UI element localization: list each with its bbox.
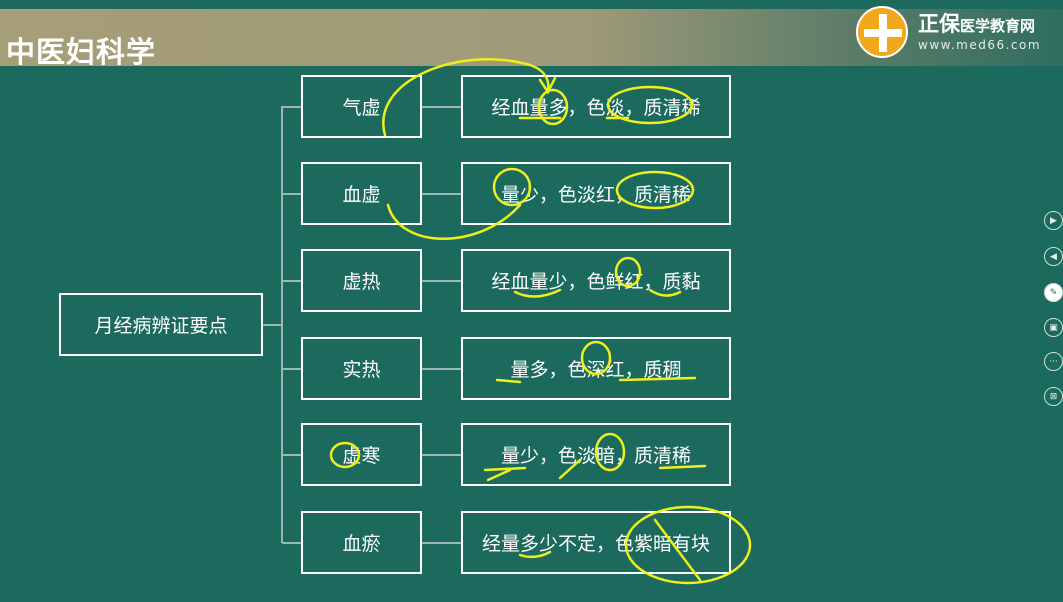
root-node: 月经病辨证要点 (59, 293, 263, 356)
category-node: 血虚 (301, 162, 422, 225)
next-slide-button[interactable]: ▶ (1044, 211, 1063, 230)
description-node: 量少，色淡暗，质清稀 (461, 423, 731, 486)
connector (282, 542, 301, 544)
category-node: 气虚 (301, 75, 422, 138)
connector (422, 454, 461, 456)
brand-name: 正保医学教育网 (918, 8, 1035, 38)
pen-icon: ✎ (1049, 287, 1058, 298)
description-node: 经量多少不定，色紫暗有块 (461, 511, 731, 574)
page-title: 中医妇科学 (6, 35, 157, 69)
brand-url: www.med66.com (918, 38, 1042, 52)
category-node: 血瘀 (301, 511, 422, 574)
connector (282, 454, 301, 456)
exit-screen-button[interactable]: ⊠ (1044, 387, 1063, 406)
connector (282, 280, 301, 282)
category-node: 实热 (301, 337, 422, 400)
connector (422, 368, 461, 370)
connector (422, 280, 461, 282)
more-button[interactable]: ··· (1044, 352, 1063, 371)
exit-screen-icon: ⊠ (1049, 391, 1058, 402)
next-icon: ▶ (1050, 215, 1057, 226)
category-node: 虚寒 (301, 423, 422, 486)
description-node: 经血量多，色淡，质清稀 (461, 75, 731, 138)
description-node: 量多，色深红，质稠 (461, 337, 731, 400)
connector (422, 193, 461, 195)
screen-button[interactable]: ▣ (1044, 318, 1063, 337)
description-node: 量少，色淡红，质清稀 (461, 162, 731, 225)
brand-main: 正保 (918, 12, 960, 36)
screen-icon: ▣ (1049, 322, 1058, 333)
connector (282, 368, 301, 370)
brand-logo (856, 6, 908, 58)
connector (282, 193, 301, 195)
previous-slide-button[interactable]: ◀ (1044, 247, 1063, 266)
connector (282, 106, 301, 108)
category-node: 虚热 (301, 249, 422, 312)
pen-button[interactable]: ✎ (1044, 283, 1063, 302)
connector (422, 542, 461, 544)
description-node: 经血量少，色鲜红，质黏 (461, 249, 731, 312)
brand-sub: 医学教育网 (960, 17, 1036, 35)
connector (263, 324, 282, 326)
previous-icon: ◀ (1050, 251, 1057, 262)
more-icon: ··· (1049, 356, 1058, 367)
connector (422, 106, 461, 108)
connector (281, 106, 283, 543)
